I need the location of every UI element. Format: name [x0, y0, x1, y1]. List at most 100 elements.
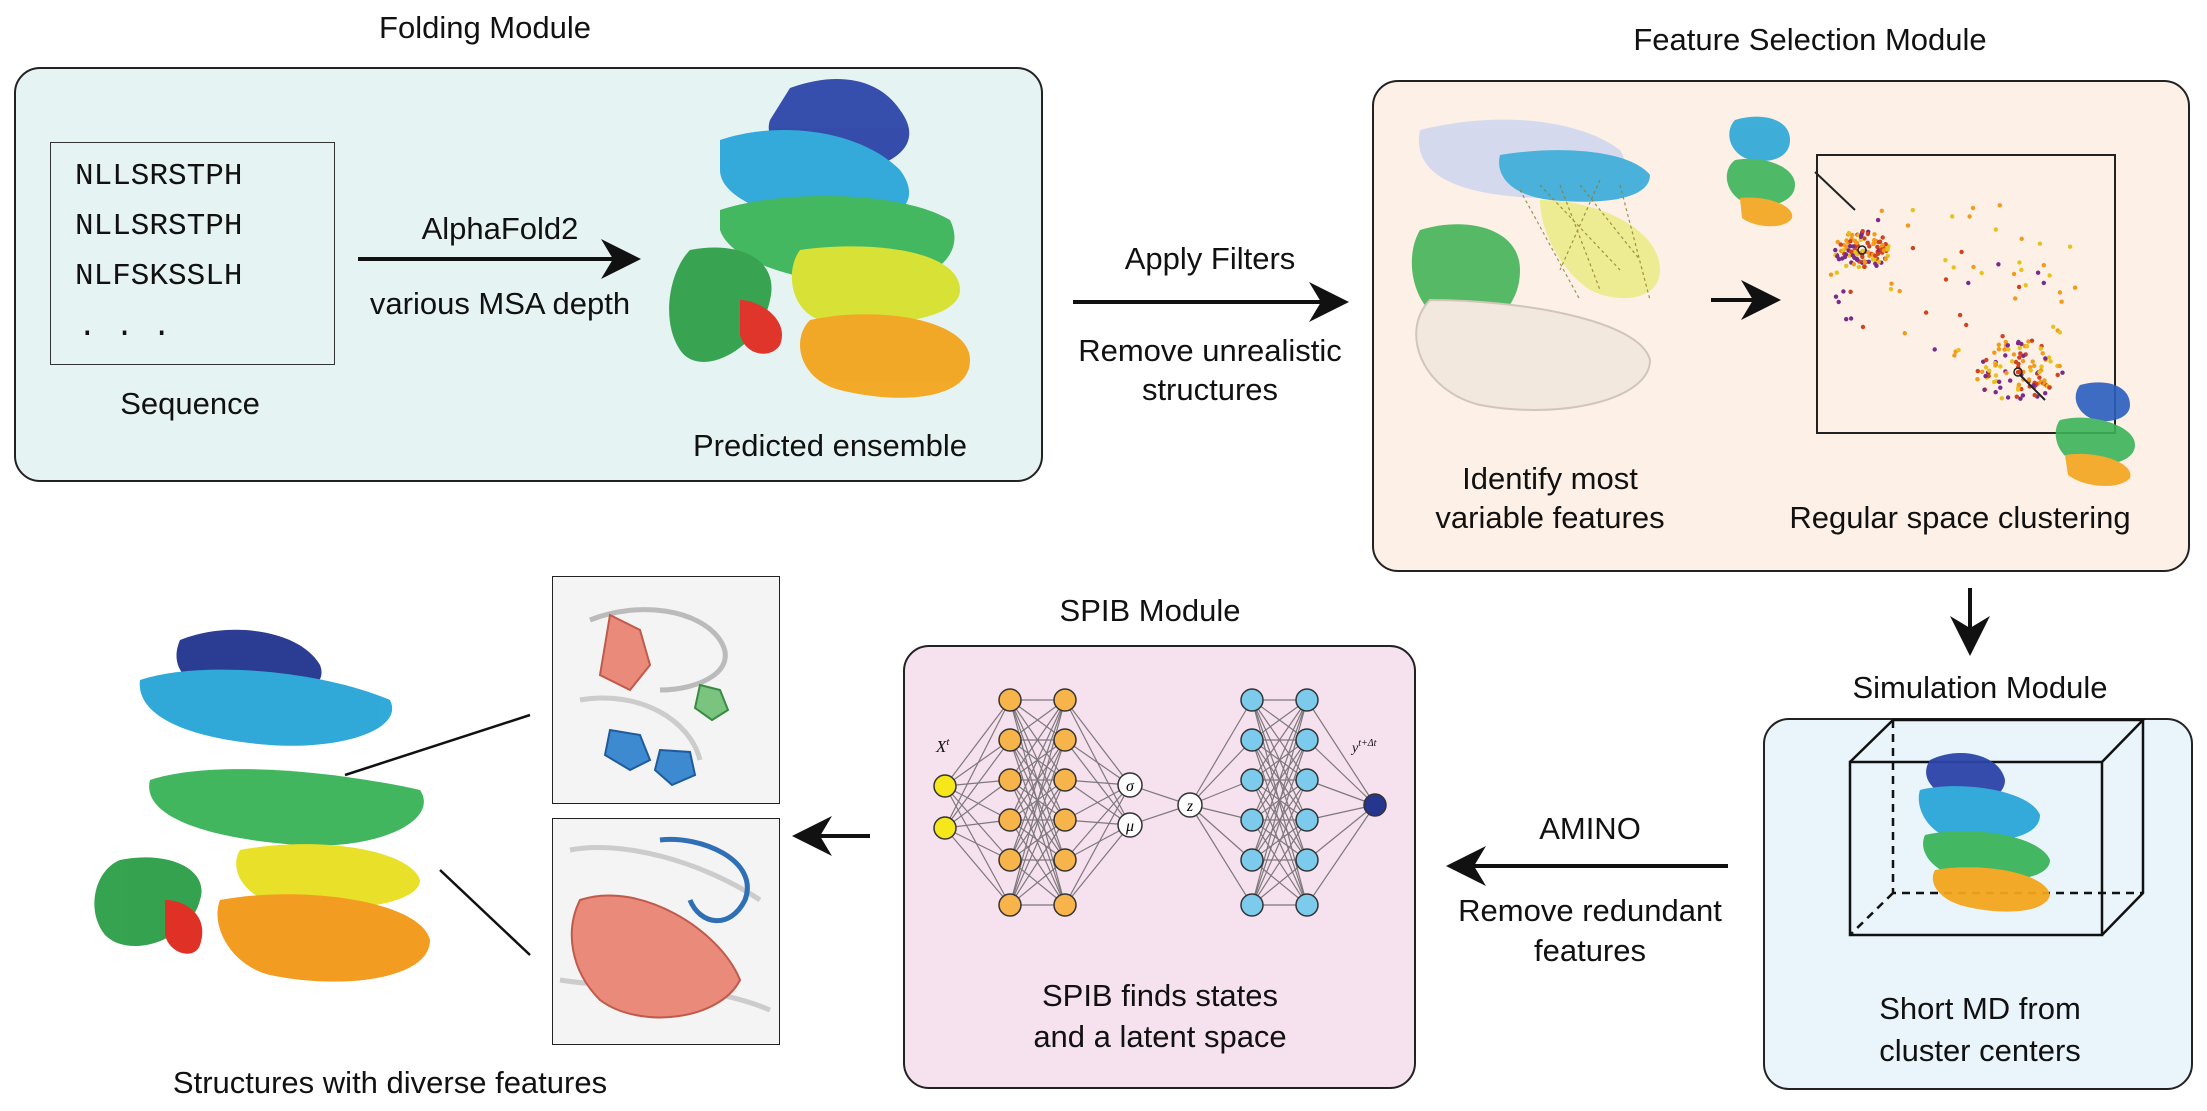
scatter-point: [1897, 288, 1902, 294]
scatter-point: [2003, 353, 2008, 358]
scatter-point: [2072, 285, 2078, 290]
scatter-point: [1956, 347, 1961, 353]
scatter-point: [1875, 217, 1881, 223]
scatter-point: [2013, 296, 2018, 301]
sequence-line-4: . . .: [78, 310, 172, 345]
network-node: [998, 893, 1022, 917]
scatter-point: [2017, 369, 2023, 374]
scatter-point: [1862, 264, 1867, 269]
scatter-point: [1996, 262, 2001, 267]
scatter-point: [1997, 203, 2003, 208]
spib-finds-states-label-1: SPIB finds states: [1041, 978, 1279, 1013]
scatter-point: [2048, 359, 2053, 364]
zoom-line-bottom: [439, 869, 531, 956]
network-node: [998, 808, 1022, 832]
scatter-point: [2015, 387, 2021, 392]
network-edge: [1251, 699, 1308, 861]
scatter-point: [2041, 263, 2047, 268]
scatter-point: [1889, 281, 1894, 286]
scatter-point: [1932, 347, 1937, 352]
scatter-point: [2039, 364, 2044, 369]
scatter-point: [1847, 253, 1852, 258]
diverse-structures-label: Structures with diverse features: [172, 1065, 608, 1100]
scatter-point: [2051, 324, 2056, 329]
network-edge: [944, 699, 1011, 829]
scatter-point: [1852, 249, 1858, 255]
scatter-point: [2017, 260, 2022, 265]
scatter-point: [1849, 249, 1854, 254]
scatter-point: [1828, 272, 1834, 277]
scatter-point: [1982, 387, 1987, 392]
scatter-point: [1993, 362, 1999, 367]
sequence-line-3: NLFSKSSLH: [75, 259, 243, 294]
identify-features-label-1: Identify most: [1462, 461, 1638, 496]
scatter-point: [2005, 343, 2011, 348]
scatter-point: [1879, 208, 1885, 213]
scatter-point: [2067, 244, 2073, 249]
scatter-point: [1835, 239, 1841, 245]
scatter-point: [1872, 232, 1877, 237]
network-edge: [1306, 779, 1376, 806]
network-node: [998, 768, 1022, 792]
network-edge: [1064, 824, 1131, 906]
scatter-point: [2004, 370, 2009, 376]
scatter-point: [1964, 322, 1969, 328]
scatter-point: [2017, 345, 2023, 351]
scatter-point: [1846, 230, 1852, 236]
remove-unrealistic-label-1: Remove unrealistic: [1078, 333, 1342, 368]
scatter-point: [2017, 355, 2022, 360]
network-edge: [1009, 739, 1066, 861]
network-edge: [1251, 739, 1308, 861]
scatter-point: [1854, 257, 1860, 262]
scatter-point: [2042, 378, 2047, 383]
scatter-point: [2011, 352, 2017, 357]
scatter-point: [1996, 342, 2002, 347]
spib-title: SPIB Module: [1059, 593, 1241, 628]
network-edge: [1251, 699, 1308, 821]
scatter-point: [1834, 270, 1840, 275]
scatter-point: [1862, 236, 1867, 241]
scatter-point: [2035, 270, 2041, 275]
network-edge: [1064, 784, 1131, 861]
scatter-point: [1877, 239, 1883, 244]
scatter-point: [1999, 396, 2005, 401]
network-edge: [1009, 859, 1066, 906]
simulation-title: Simulation Module: [1852, 670, 2108, 705]
network-edge: [944, 779, 1011, 829]
scatter-point: [1993, 390, 1998, 395]
network-node: [1295, 768, 1319, 792]
network-edge: [1009, 699, 1066, 861]
cluster-mini-protein-top: [1726, 116, 1795, 227]
scatter-point: [2038, 346, 2044, 351]
scatter-point: [1848, 244, 1853, 249]
scatter-point: [1998, 385, 2003, 390]
network-edge: [1009, 699, 1066, 821]
scatter-point: [2037, 375, 2042, 380]
network-node: [1053, 768, 1077, 792]
network-edge: [1189, 804, 1253, 906]
remove-unrealistic-label-2: structures: [1141, 372, 1279, 407]
scatter-point: [2055, 372, 2060, 378]
scatter-point: [2043, 391, 2048, 396]
scatter-point: [1838, 242, 1843, 247]
md-protein: [1918, 752, 2050, 912]
scatter-point: [2029, 338, 2035, 343]
scatter-point: [2032, 363, 2037, 368]
network-node: [933, 816, 957, 840]
scatter-point: [2009, 359, 2015, 364]
network-node: [1240, 848, 1264, 872]
scatter-point: [2024, 344, 2030, 349]
sequence-label: Sequence: [120, 386, 260, 421]
scatter-point: [2016, 284, 2022, 290]
network-edge: [1306, 739, 1376, 806]
scatter-point: [1983, 373, 1988, 379]
scatter-point: [1865, 231, 1871, 237]
zoom-line-top: [344, 713, 531, 777]
scatter-point: [2018, 351, 2023, 356]
scatter-point: [1975, 377, 1980, 382]
predicted-ensemble-protein: [669, 79, 970, 398]
scatter-point: [2041, 280, 2047, 286]
scatter-point: [1983, 365, 1989, 370]
scatter-point: [2014, 394, 2020, 399]
